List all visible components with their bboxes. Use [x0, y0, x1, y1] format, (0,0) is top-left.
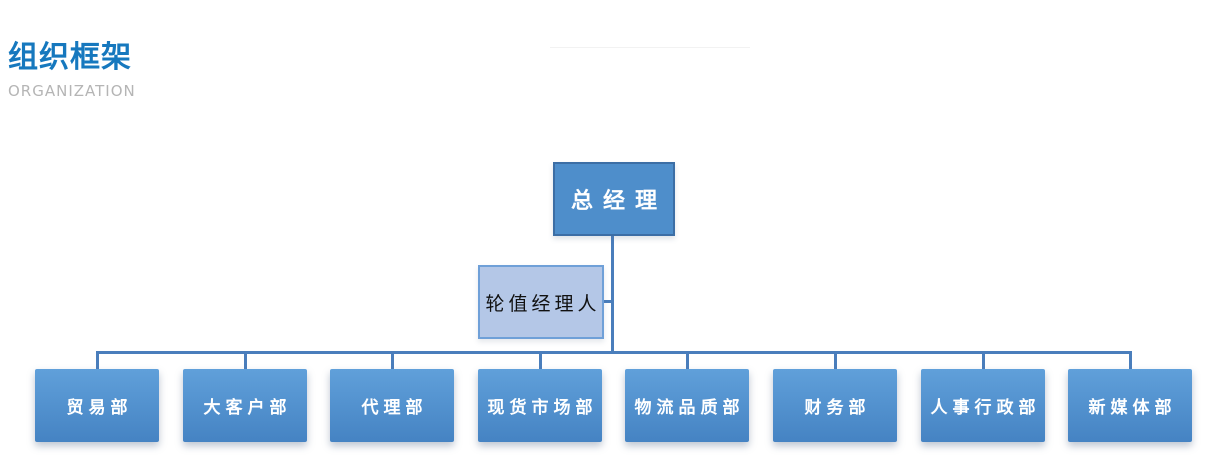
page-subtitle: ORGANIZATION	[8, 82, 136, 100]
connector-drop-hr-admin	[982, 351, 985, 370]
org-node-hr-admin-dept: 人事行政部	[921, 369, 1045, 442]
connector-drop-key-accounts	[244, 351, 247, 370]
org-node-agency-dept: 代理部	[330, 369, 454, 442]
org-node-label: 财务部	[804, 398, 871, 418]
connector-drop-agency	[391, 351, 394, 370]
org-node-spot-market-dept: 现货市场部	[478, 369, 602, 442]
org-node-label: 现货市场部	[487, 398, 598, 418]
connector-drop-trade	[96, 351, 99, 370]
org-node-label: 代理部	[361, 398, 428, 418]
connector-drop-new-media	[1129, 351, 1132, 370]
org-node-trade-dept: 贸易部	[35, 369, 159, 442]
connector-root-vertical	[611, 235, 614, 352]
org-node-finance-dept: 财务部	[773, 369, 897, 442]
connector-horizontal-rail	[96, 351, 1131, 354]
org-node-general-manager: 总经理	[553, 162, 675, 236]
org-node-label: 贸易部	[66, 398, 133, 418]
org-node-new-media-dept: 新媒体部	[1068, 369, 1192, 442]
page-title: 组织框架	[8, 40, 132, 75]
org-node-label: 人事行政部	[930, 398, 1041, 418]
connector-drop-finance	[834, 351, 837, 370]
connector-drop-logistics-quality	[686, 351, 689, 370]
org-node-rotating-manager: 轮值经理人	[478, 265, 604, 339]
org-node-label: 总经理	[570, 189, 667, 214]
connector-drop-spot-market	[539, 351, 542, 370]
org-node-logistics-quality-dept: 物流品质部	[625, 369, 749, 442]
org-node-label: 大客户部	[203, 398, 292, 418]
org-node-label: 轮值经理人	[485, 292, 601, 315]
connector-assistant-stub	[602, 300, 612, 303]
org-node-label: 新媒体部	[1088, 398, 1177, 418]
org-node-key-accounts-dept: 大客户部	[183, 369, 307, 442]
org-node-label: 物流品质部	[634, 398, 745, 418]
divider-line	[550, 47, 750, 48]
